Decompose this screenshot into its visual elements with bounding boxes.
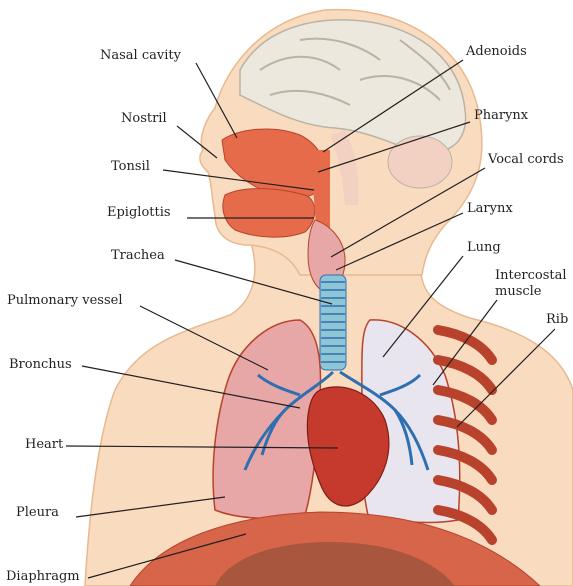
label-trachea: Trachea [111, 248, 165, 264]
cerebellum [388, 136, 452, 188]
label-adenoids: Adenoids [466, 44, 527, 60]
label-pulmonary-vessel: Pulmonary vessel [7, 293, 122, 309]
label-vocal-cords: Vocal cords [488, 152, 564, 168]
label-pharynx: Pharynx [474, 108, 528, 124]
label-diaphragm: Diaphragm [6, 569, 80, 585]
label-tonsil: Tonsil [111, 159, 150, 175]
label-larynx: Larynx [467, 201, 513, 217]
label-intercostal-muscle-line1: Intercostal [495, 268, 567, 284]
oral-cavity [223, 189, 315, 238]
label-epiglottis: Epiglottis [107, 205, 171, 221]
label-nostril: Nostril [121, 111, 167, 127]
label-nasal-cavity: Nasal cavity [100, 48, 181, 64]
label-lung: Lung [467, 240, 501, 256]
label-intercostal-muscle-line2: muscle [495, 284, 542, 300]
label-rib: Rib [546, 312, 568, 328]
label-heart: Heart [25, 437, 63, 453]
label-bronchus: Bronchus [9, 357, 72, 373]
label-pleura: Pleura [16, 505, 59, 521]
